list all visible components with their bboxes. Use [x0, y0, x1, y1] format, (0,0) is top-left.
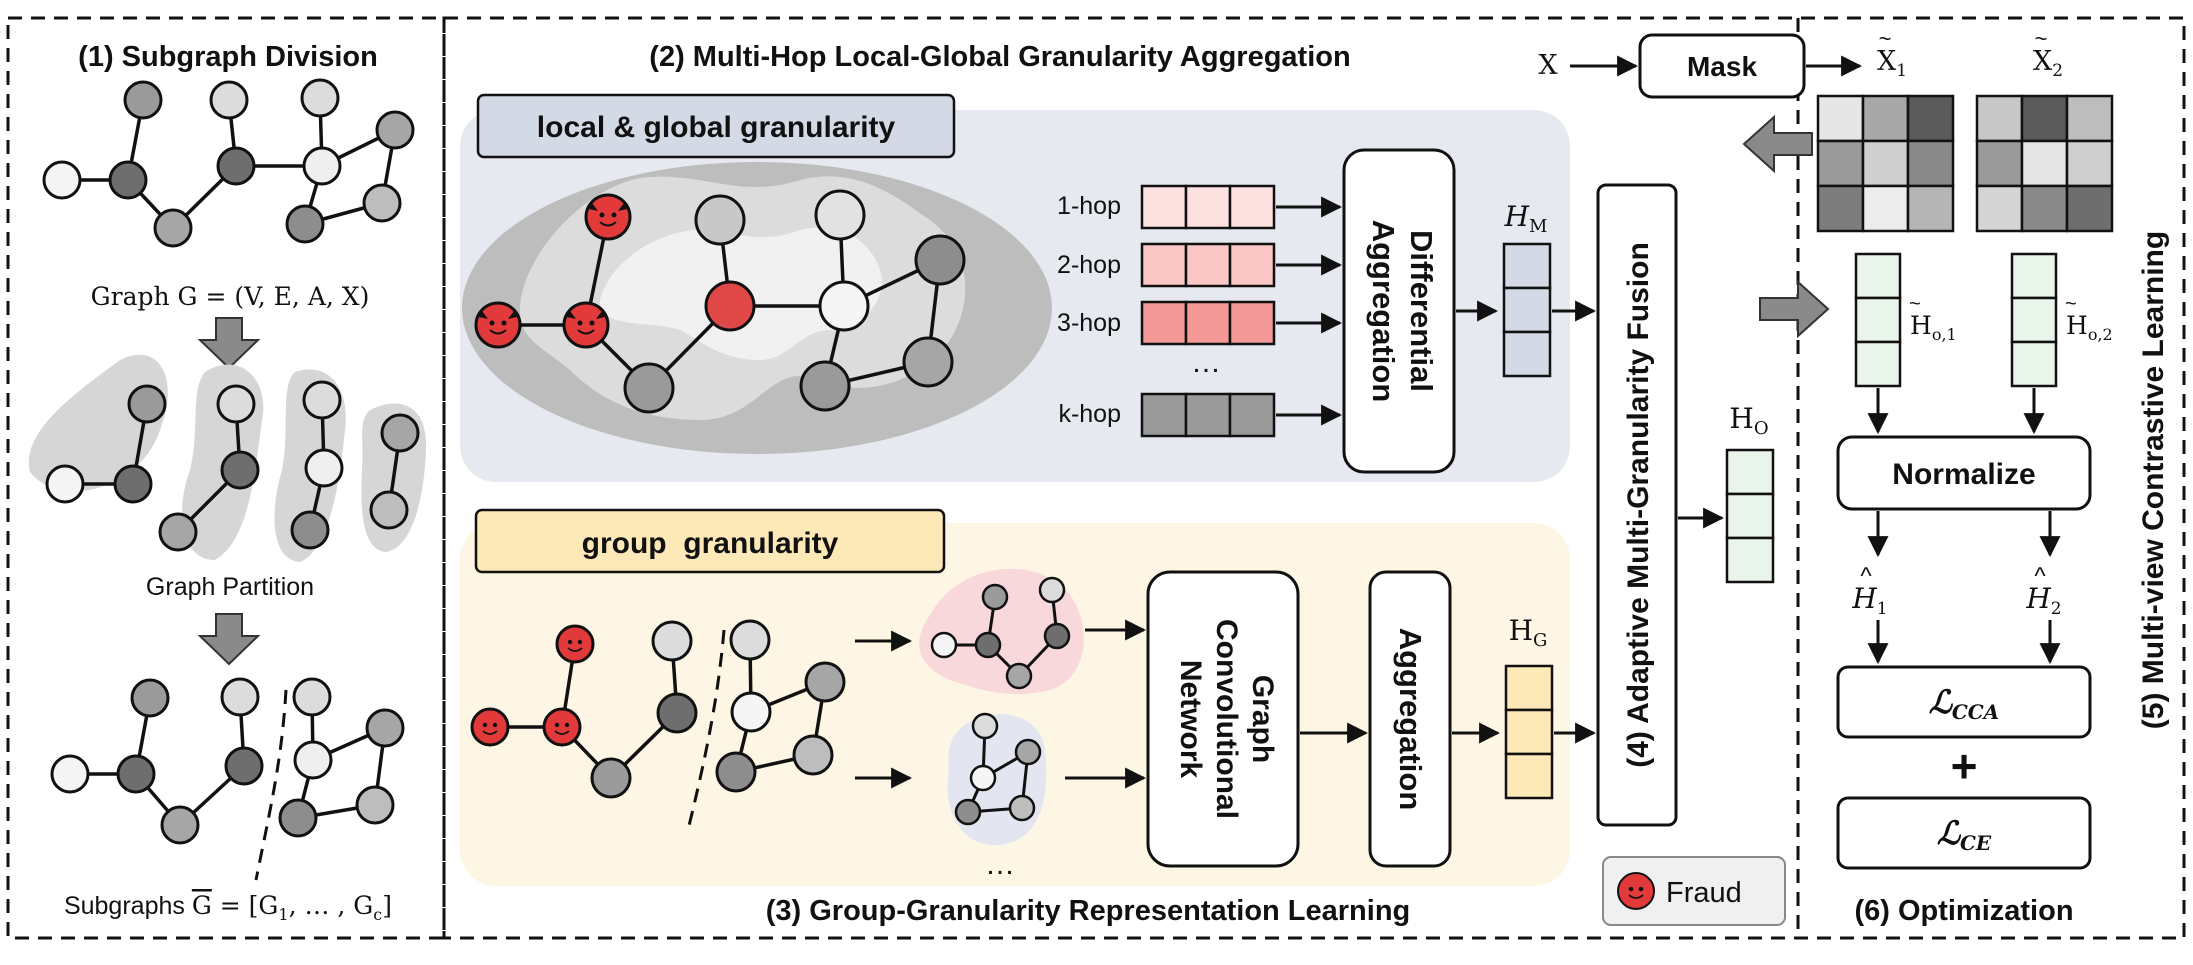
ho2-label: Ho,2	[2066, 311, 2113, 344]
group-graph-nodes	[470, 619, 846, 799]
down-arrow-icon	[197, 613, 261, 666]
section2-title: (2) Multi-Hop Local-Global Granularity A…	[649, 41, 1350, 73]
fraud-legend-face	[1628, 886, 1644, 899]
x2-label: X2	[2033, 46, 2063, 81]
group-aggregation-box	[1368, 570, 1452, 868]
fraud-legend-icon	[1617, 872, 1655, 910]
mask-box	[1638, 33, 1806, 99]
partition-caption: Graph Partition	[146, 573, 314, 601]
subgraph-split-line	[254, 689, 288, 881]
subgraphs-graph-nodes	[50, 677, 405, 845]
ho1-label: Ho,1	[1910, 311, 1957, 344]
loss-ce-box	[1836, 796, 2092, 870]
down-arrow-icon	[197, 317, 261, 370]
original-graph-nodes	[42, 78, 415, 248]
normalize-box	[1836, 435, 2092, 511]
partition-graph-nodes	[45, 380, 420, 552]
section3-title: (3) Group-Granularity Representation Lea…	[766, 895, 1411, 927]
section1-title: (1) Subgraph Division	[78, 41, 378, 73]
loss-cca-box	[1836, 665, 2092, 739]
local-global-label: local & global granularity	[537, 111, 896, 144]
fraud-node-icon	[474, 301, 522, 349]
section5-title: (5) Multi-view Contrastive Learning	[2137, 231, 2170, 729]
subgraph-to-gcn-arrows	[1065, 619, 1147, 789]
group-label: group granularity	[582, 527, 839, 560]
x1-label: X1	[1877, 46, 1907, 81]
fraud-node-icon	[562, 301, 610, 349]
mask-label: Mask	[1687, 51, 1757, 82]
hop-label-3: 3-hop	[1057, 309, 1121, 337]
hopk-vector	[1140, 392, 1276, 438]
fraud-node-icon	[542, 707, 582, 747]
fusion-label: (4) Adaptive Multi-Granularity Fusion	[1622, 242, 1655, 768]
x-input-label: X	[1538, 50, 1558, 81]
ho-vector	[1725, 448, 1775, 584]
hop3-vector	[1140, 300, 1276, 346]
left-block-arrow-icon	[1742, 114, 1813, 174]
fusion-box	[1596, 183, 1678, 827]
fraud-legend	[1602, 856, 1786, 926]
hop-label-2: 2-hop	[1057, 251, 1121, 279]
to-normalize-arrows	[1867, 388, 2045, 435]
fraud-legend-label: Fraud	[1666, 877, 1742, 909]
subgraph-blob-pink	[919, 568, 1084, 695]
differential-aggregation-box	[1342, 148, 1456, 474]
fraud-node-icon	[555, 624, 595, 664]
ho1-tilde: ~	[1909, 293, 1921, 315]
normalize-label: Normalize	[1892, 458, 2035, 491]
subgraph-blob-blue	[947, 714, 1047, 846]
hop1-vector	[1140, 184, 1276, 230]
ho2-vector	[2010, 252, 2058, 388]
x2-tilde: ~	[2035, 26, 2048, 51]
plus-icon: +	[1951, 740, 1978, 792]
ho1-vector	[1854, 252, 1902, 388]
x1-matrix	[1816, 94, 1955, 233]
hop2-vector	[1140, 242, 1276, 288]
gcn-label: GraphConvolutionalNetwork	[1174, 619, 1279, 819]
hm-vector	[1502, 242, 1552, 378]
hop-dots: …	[1191, 346, 1221, 379]
hop-label-k: k-hop	[1058, 400, 1121, 428]
x2-matrix	[1975, 94, 2114, 233]
main-frame	[442, 16, 2186, 940]
group-aggregation-label: Aggregation	[1393, 628, 1428, 811]
fraud-node-icon	[470, 707, 510, 747]
section6-title: (6) Optimization	[1854, 895, 2073, 927]
differential-aggregation-label: DifferentialAggregation	[1366, 220, 1439, 403]
hm-label: HM	[1504, 200, 1548, 237]
multi-hop-graph-nodes	[474, 189, 966, 414]
hhat1-caret: ^	[1860, 563, 1872, 590]
to-loss-arrows	[1867, 620, 2061, 665]
hhat1-label: H1	[1851, 582, 1887, 619]
gcn-box	[1146, 570, 1300, 868]
from-normalize-arrows	[1867, 511, 2061, 558]
section1-frame	[6, 16, 446, 940]
group-split-line	[686, 629, 726, 831]
hhat2-caret: ^	[2034, 563, 2046, 590]
hop-label-1: 1-hop	[1057, 192, 1121, 220]
group-dots: …	[985, 848, 1015, 881]
group-split-arrows	[855, 630, 913, 789]
group-fraud-faces	[482, 639, 583, 735]
hg-vector	[1504, 664, 1554, 800]
fraud-node-icon	[584, 193, 632, 241]
x1-tilde: ~	[1879, 26, 1892, 51]
group-label-box	[474, 508, 946, 574]
subgraphs-caption: Subgraphs G = [G1, … , Gc]	[64, 891, 392, 924]
right-block-arrow-icon	[1759, 279, 1830, 339]
loss-cca-label: ℒCCA	[1929, 683, 1999, 724]
hhat2-label: H2	[2025, 582, 2061, 619]
hop-arrows	[1276, 196, 1343, 426]
hg-label: HG	[1509, 614, 1548, 651]
ho-label: HO	[1729, 402, 1768, 439]
local-global-label-box	[476, 93, 956, 159]
fraud-faces	[479, 203, 627, 335]
ho2-tilde: ~	[2065, 293, 2077, 315]
loss-ce-label: ℒCE	[1937, 814, 1992, 855]
subgraph-pink-nodes	[930, 576, 1071, 690]
graph-caption: Graph G = (V, E, A, X)	[91, 282, 370, 311]
subgraph-blue-nodes	[954, 712, 1042, 826]
